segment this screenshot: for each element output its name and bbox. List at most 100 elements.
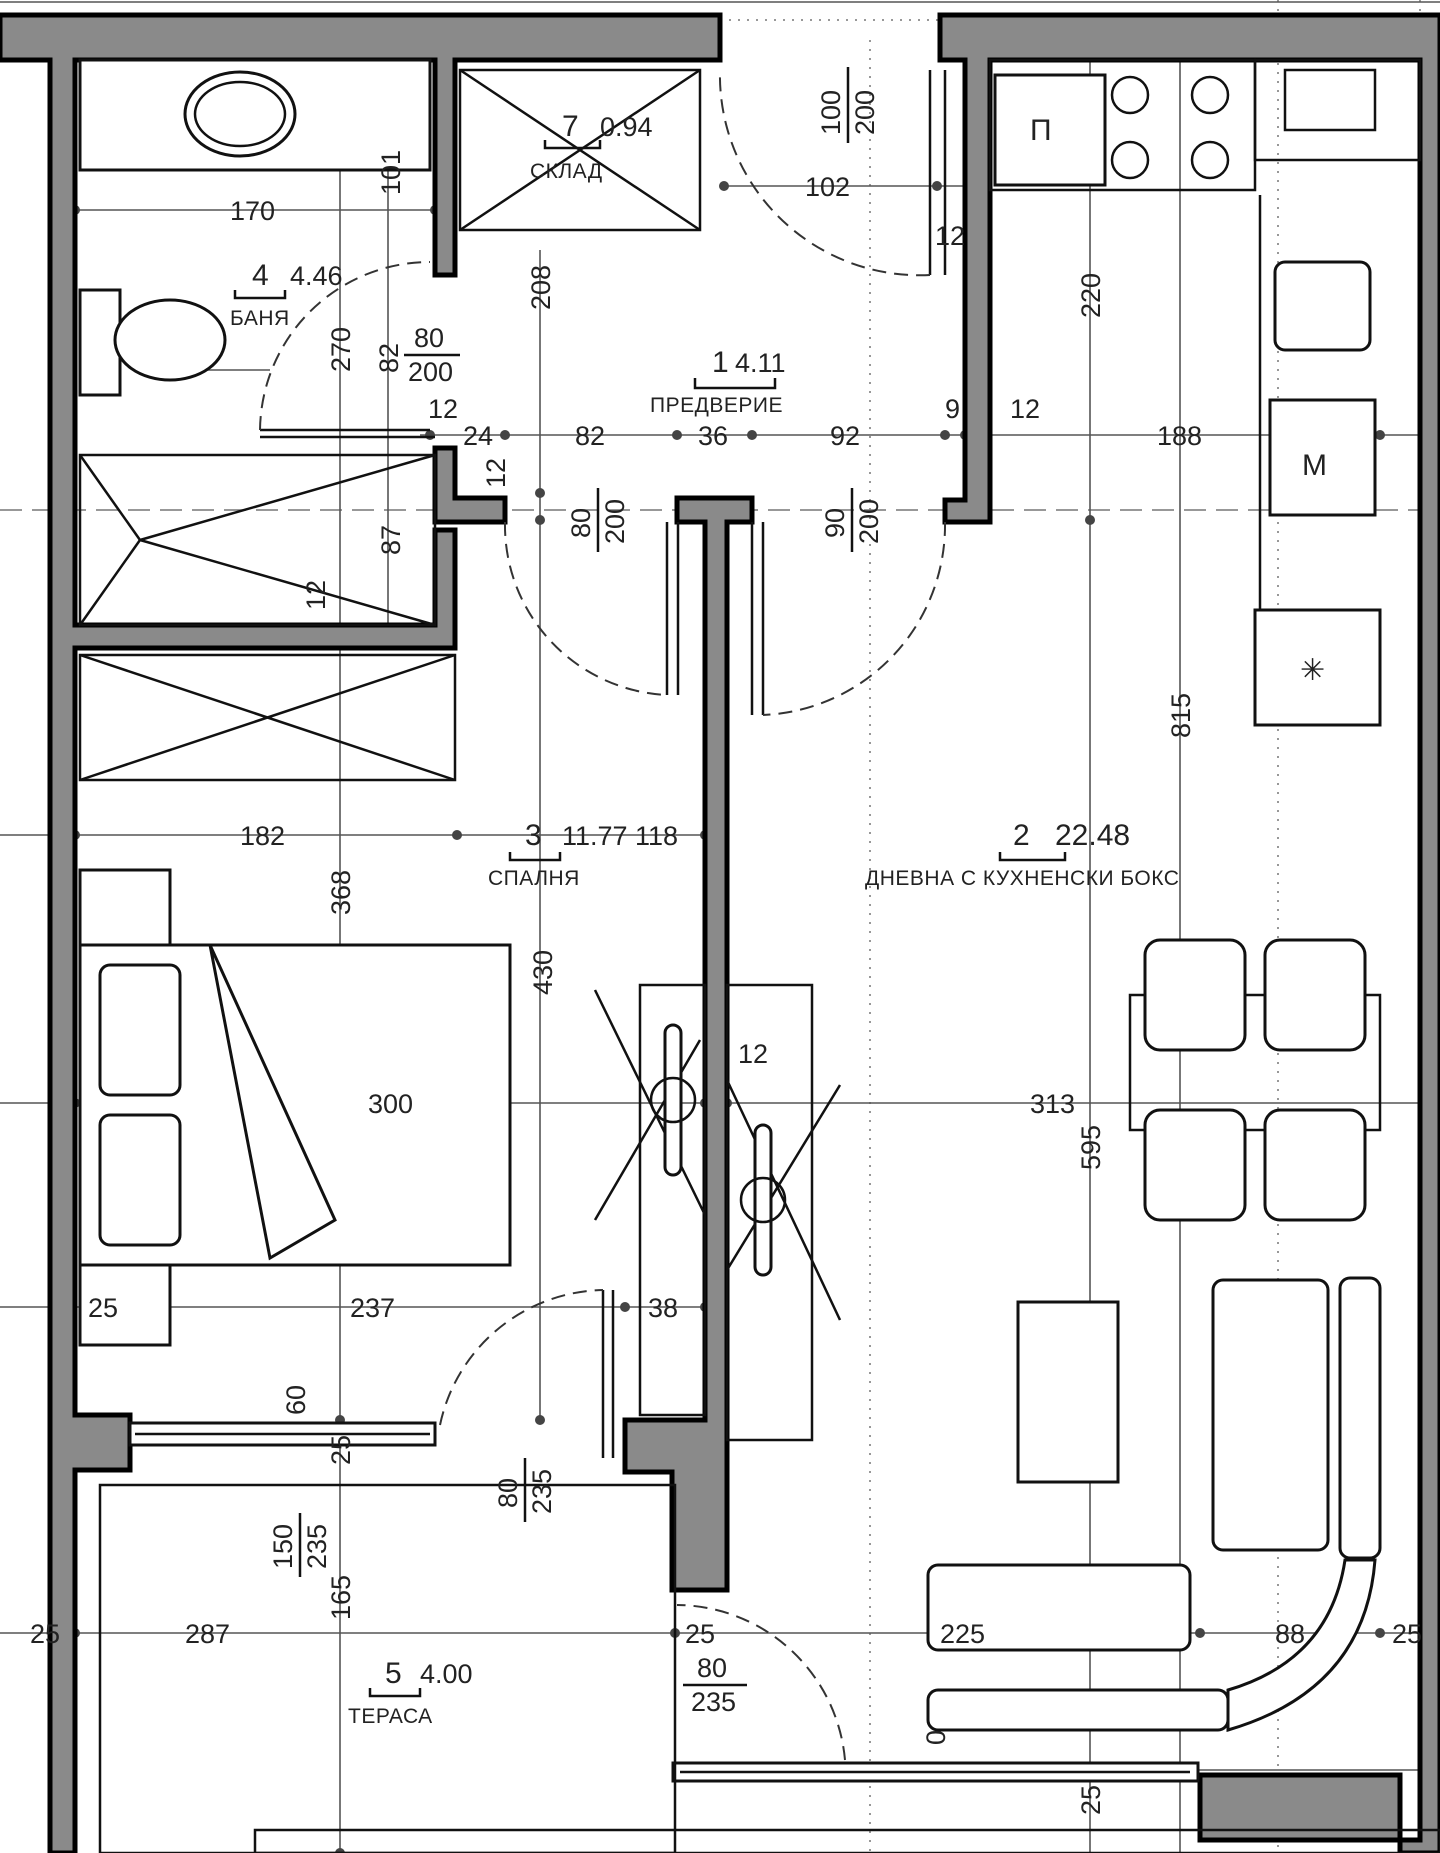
dim-label: 237 xyxy=(350,1293,395,1323)
room-area: 0.94 xyxy=(600,112,653,142)
dim-label: 0 xyxy=(921,1730,951,1745)
opening-width: 80 xyxy=(493,1478,523,1508)
dim-label: 102 xyxy=(805,172,850,202)
opening-width: 80 xyxy=(697,1653,727,1683)
dim-label: 25 xyxy=(1076,1785,1106,1815)
opening-width: 100 xyxy=(816,90,846,135)
bath-fixtures xyxy=(78,58,437,627)
kitchen-fixtures: П M ✳ xyxy=(988,58,1422,727)
dim-label: 25 xyxy=(88,1293,118,1323)
dim-label: 12 xyxy=(301,580,331,610)
dim-label: 12 xyxy=(428,394,458,424)
room-number: 3 xyxy=(525,819,542,852)
dim-label: 38 xyxy=(648,1293,678,1323)
dim-label: 92 xyxy=(830,421,860,451)
living-door-swing xyxy=(762,521,947,716)
walls xyxy=(0,12,1440,1853)
dim-label: 225 xyxy=(940,1619,985,1649)
dim-label: 12 xyxy=(1010,394,1040,424)
opening-height: 200 xyxy=(408,357,453,387)
dining-chair xyxy=(1143,938,1247,1052)
opening-width: 90 xyxy=(820,508,850,538)
room-name: СПАЛНЯ xyxy=(488,867,580,890)
microwave-symbol: M xyxy=(1302,449,1327,482)
room-name: БАНЯ xyxy=(230,307,290,330)
living-furniture xyxy=(926,938,1382,1733)
dim-label: 25 xyxy=(326,1435,356,1465)
dim-label: 9 xyxy=(945,394,960,424)
dining-chair xyxy=(1263,1108,1367,1222)
doors xyxy=(259,69,947,1782)
dim-label: 25 xyxy=(1392,1619,1422,1649)
fridge-symbol: П xyxy=(1030,114,1052,147)
dim-label: 25 xyxy=(30,1619,60,1649)
opening-height: 235 xyxy=(691,1687,736,1717)
dim-label: 170 xyxy=(230,196,275,226)
dim-label: 815 xyxy=(1166,693,1196,738)
opening-labels: 100 200 80 200 80 200 90 200 80 235 150 … xyxy=(268,67,884,1717)
stove-symbol: ✳ xyxy=(1300,654,1325,687)
room-name: ПРЕДВЕРИЕ xyxy=(650,394,783,417)
room-area: 4.00 xyxy=(420,1659,473,1689)
room-number: 4 xyxy=(252,259,269,292)
pillow xyxy=(98,963,182,1097)
room-name: СКЛАД xyxy=(530,160,603,183)
room-area: 4.46 xyxy=(290,261,343,291)
sofa-arm xyxy=(1338,1276,1382,1560)
room-name: ТЕРАСА xyxy=(348,1705,433,1728)
dim-label: 220 xyxy=(1076,273,1106,318)
dim-label: 368 xyxy=(326,870,356,915)
dim-label: 82 xyxy=(575,421,605,451)
dim-label: 182 xyxy=(240,821,285,851)
dim-label: 287 xyxy=(185,1619,230,1649)
stove-icon xyxy=(1253,608,1382,727)
room-number: 7 xyxy=(562,110,579,143)
room-number: 2 xyxy=(1013,819,1030,852)
terrace-outline xyxy=(98,1483,677,1853)
dim-label: 188 xyxy=(1157,421,1202,451)
wall-center-partition xyxy=(622,495,755,1593)
dim-label: 88 xyxy=(1275,1619,1305,1649)
room-name: ДНЕВНА С КУХНЕНСКИ БОКС xyxy=(865,867,1179,890)
microwave-icon xyxy=(1268,398,1377,517)
dim-label: 313 xyxy=(1030,1089,1075,1119)
entry-door-swing xyxy=(718,69,931,277)
dim-label: 118 xyxy=(635,821,678,851)
fridge-icon xyxy=(993,73,1107,187)
dim-label: 36 xyxy=(698,421,728,451)
door-handle xyxy=(753,1123,773,1277)
wardrobe-cabinet xyxy=(638,983,707,1417)
bedroom-terrace-door-swing xyxy=(439,1289,604,1426)
cooktop-icon xyxy=(1283,68,1377,132)
dim-label: 82 xyxy=(374,343,404,373)
dim-label: 165 xyxy=(326,1575,356,1620)
dim-label: 300 xyxy=(368,1089,413,1119)
opening-height: 200 xyxy=(600,499,630,544)
dim-label: 60 xyxy=(281,1385,311,1415)
opening-width: 80 xyxy=(414,323,444,353)
dim-label: 12 xyxy=(481,458,511,488)
opening-width: 150 xyxy=(268,1524,298,1569)
wardrobe xyxy=(78,653,457,782)
room-area: 22.48 xyxy=(1055,819,1130,852)
toilet-icon xyxy=(113,298,227,382)
dim-label: 12 xyxy=(738,1039,768,1069)
dim-label: 24 xyxy=(463,421,493,451)
dining-chair xyxy=(1143,1108,1247,1222)
windows xyxy=(98,1421,1440,1853)
bedroom-furniture xyxy=(78,868,842,1442)
washbasin-icon xyxy=(183,70,297,158)
sink-icon xyxy=(1273,260,1372,352)
dim-label: 87 xyxy=(376,525,406,555)
wall-top-left xyxy=(0,12,723,1853)
dim-label: 25 xyxy=(685,1619,715,1649)
living-terrace-door-swing xyxy=(676,1604,846,1761)
pillow xyxy=(98,1113,182,1247)
opening-height: 200 xyxy=(854,499,884,544)
room-labels: 1 4.11 ПРЕДВЕРИЕ 2 22.48 ДНЕВНА С КУХНЕН… xyxy=(230,110,1179,1728)
shower-drain xyxy=(78,454,142,541)
opening-height: 200 xyxy=(850,90,880,135)
dim-label: 12 xyxy=(935,221,965,251)
